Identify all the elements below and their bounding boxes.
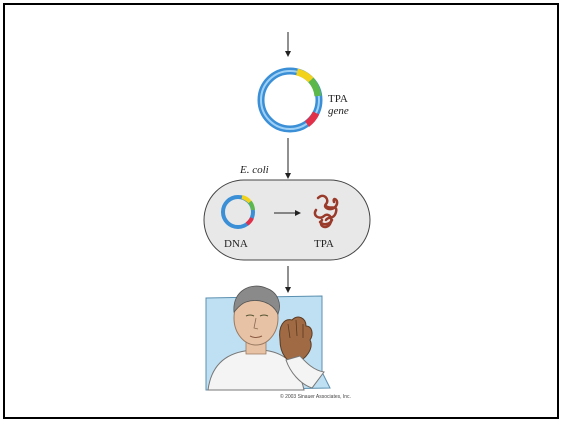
tpa-label-text: TPA	[328, 93, 348, 105]
patient-illustration	[205, 285, 331, 391]
plasmid-icon	[221, 195, 255, 229]
ecoli-label: E. coli	[240, 164, 269, 176]
tpa-gene-label: TPA gene	[328, 93, 349, 117]
protein-icon	[313, 194, 339, 229]
gene-label-text: gene	[328, 105, 349, 117]
tpa-product-label: TPA	[314, 238, 334, 250]
plasmid-icon	[257, 67, 323, 133]
copyright-notice: © 2003 Sinauer Associates, Inc.	[280, 394, 351, 400]
dna-label: DNA	[224, 238, 248, 250]
